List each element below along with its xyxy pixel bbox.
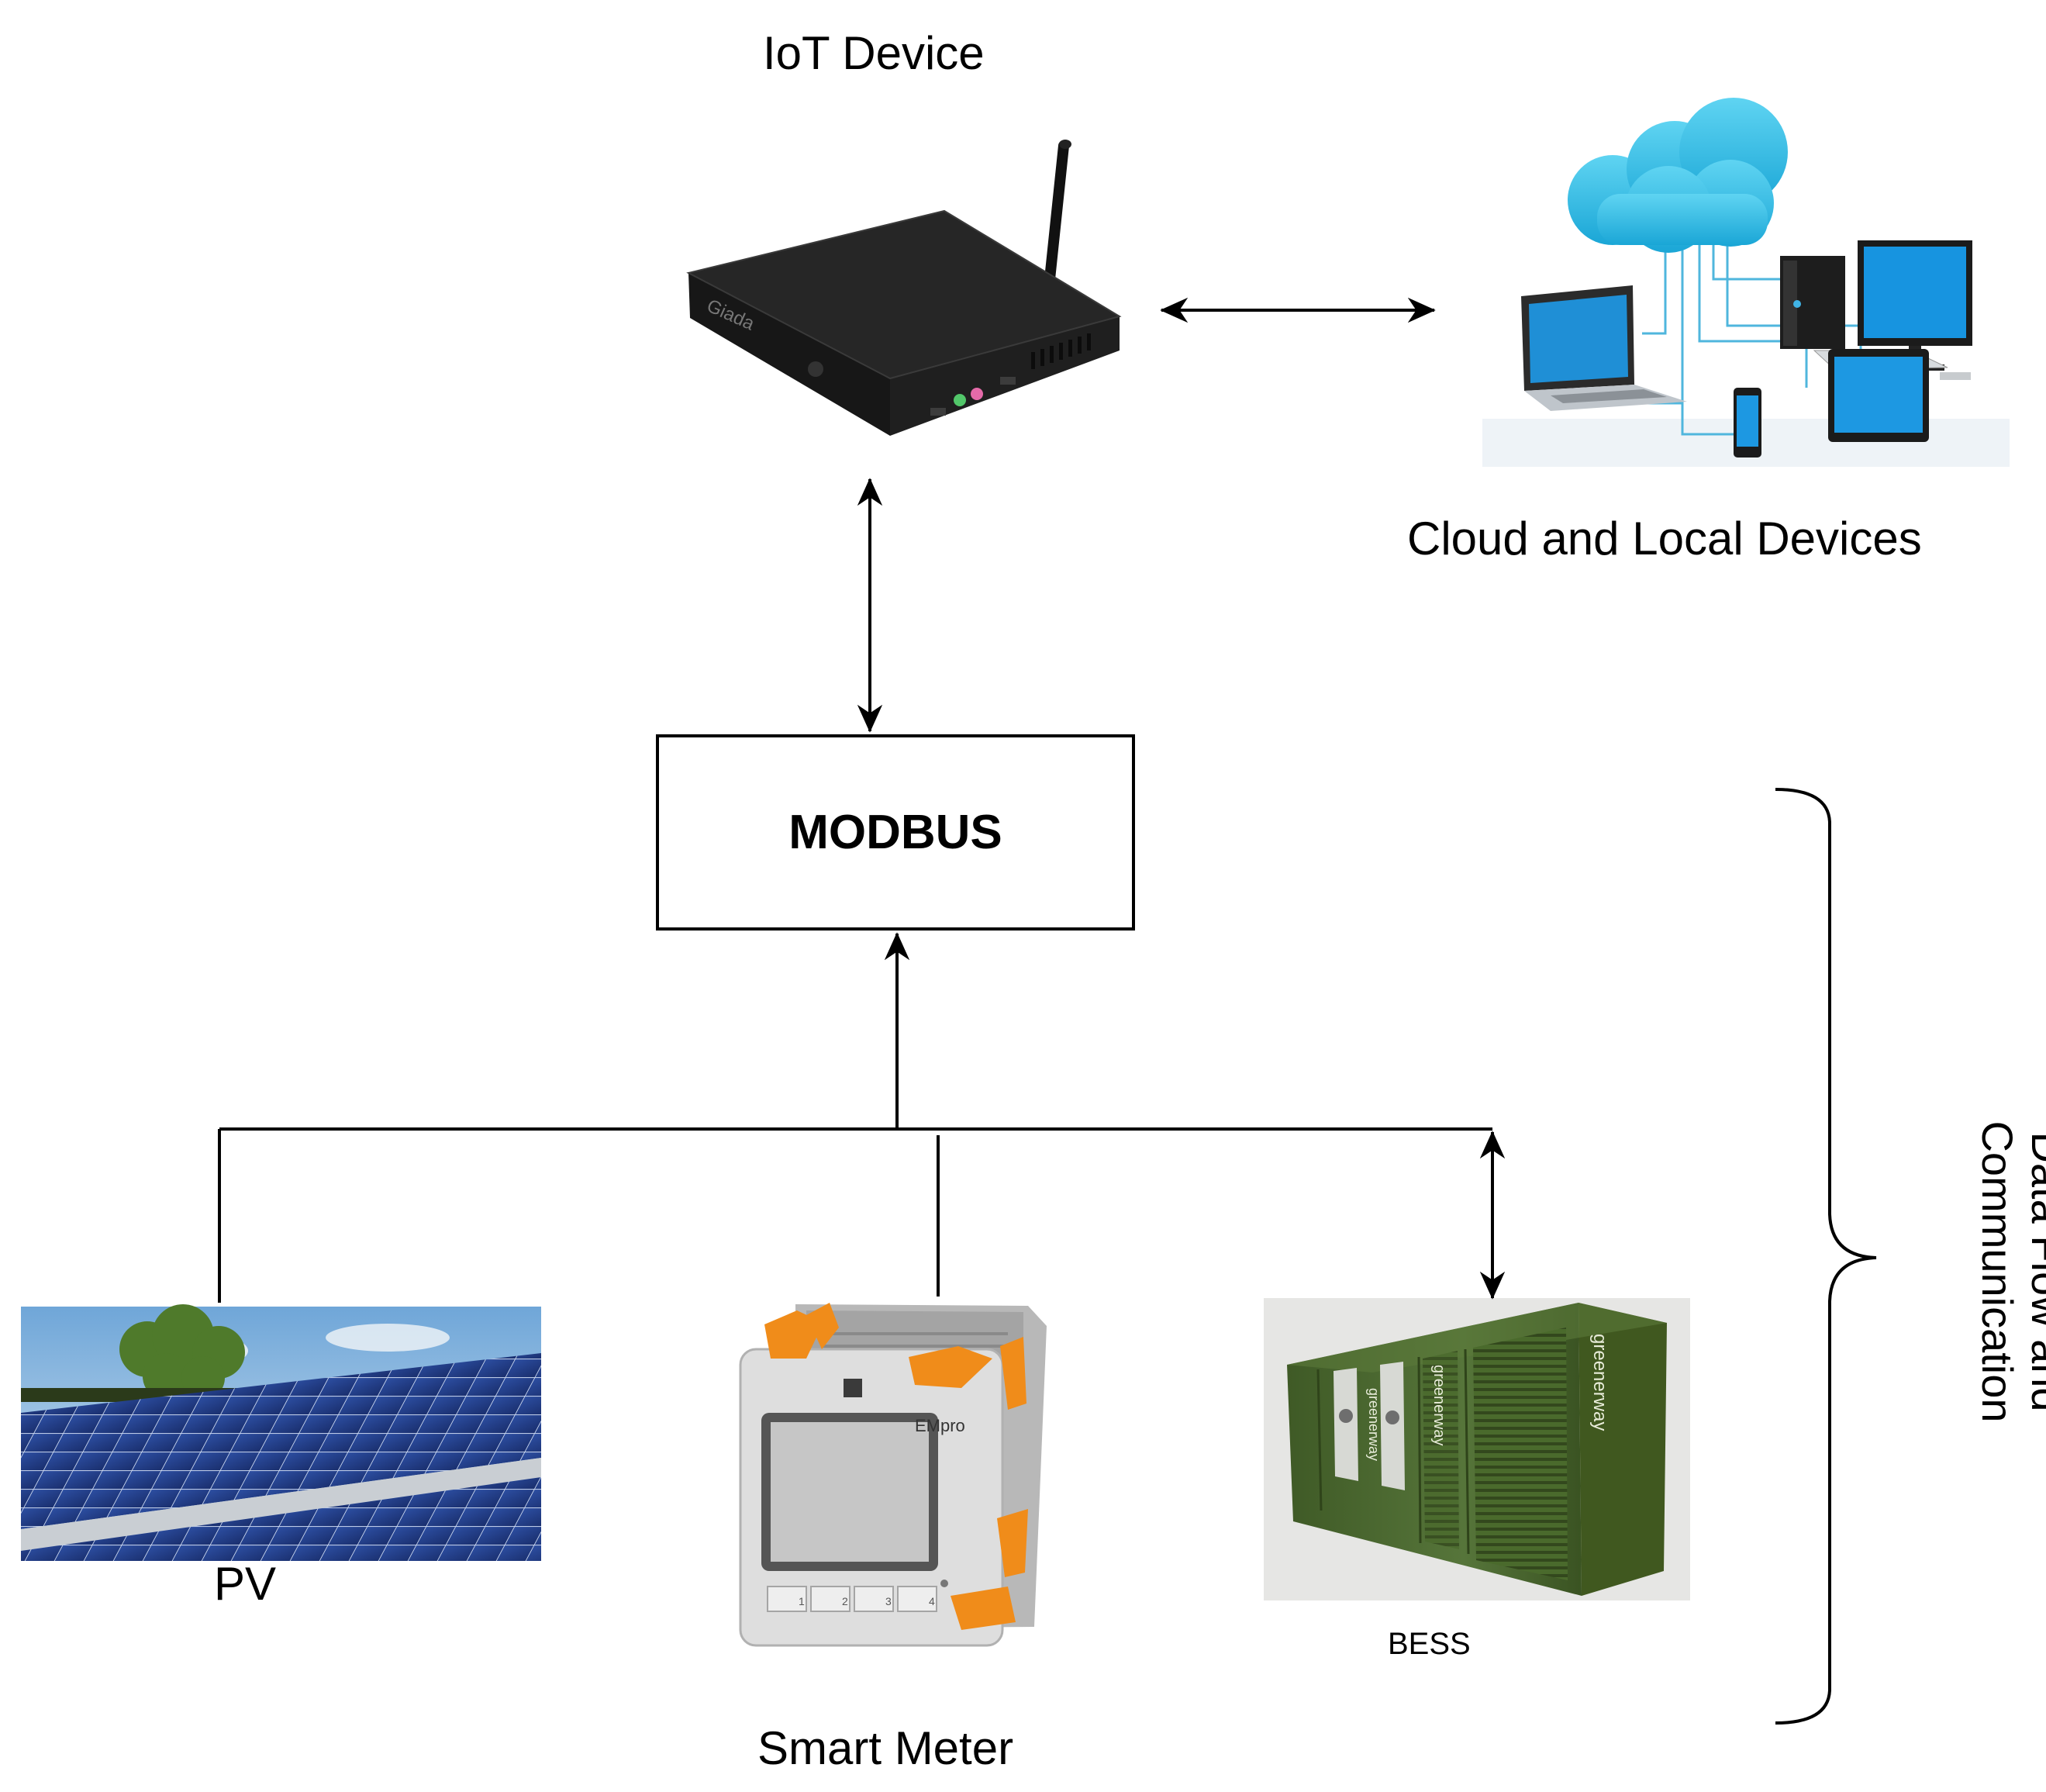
data-flow-label: Data Flow and Communication bbox=[1973, 1120, 2046, 1423]
battery-container-image: greenerway greenerway greenerway bbox=[1264, 1298, 1690, 1600]
modbus-label: MODBUS bbox=[788, 806, 1002, 859]
modbus-box: MODBUS bbox=[656, 734, 1135, 931]
meter-key-1: 1 bbox=[799, 1595, 805, 1607]
meter-key-2: 2 bbox=[842, 1595, 848, 1607]
bess-brand-side: greenerway bbox=[1589, 1334, 1610, 1431]
cloud-local-devices-label: Cloud and Local Devices bbox=[1407, 513, 1922, 565]
right-brace bbox=[1775, 788, 1877, 1725]
bess-brand-front: greenerway bbox=[1366, 1388, 1382, 1461]
smart-meter-image: EMpro 1 2 3 4 bbox=[739, 1303, 1047, 1647]
bess-brand-door: greenerway bbox=[1430, 1365, 1447, 1446]
bess-label: BESS bbox=[1388, 1627, 1471, 1661]
meter-key-4: 4 bbox=[929, 1595, 935, 1607]
smart-meter-label: Smart Meter bbox=[757, 1722, 1014, 1774]
pv-label: PV bbox=[214, 1558, 277, 1610]
iot-device-label: IoT Device bbox=[763, 27, 985, 79]
cloud-network-icon bbox=[1482, 98, 2010, 467]
meter-brand: EMpro bbox=[915, 1416, 965, 1435]
meter-key-3: 3 bbox=[885, 1595, 892, 1607]
connector-lines bbox=[218, 297, 1877, 1725]
router-icon: Giada bbox=[686, 140, 1122, 436]
solar-panel-image bbox=[21, 1304, 541, 1561]
